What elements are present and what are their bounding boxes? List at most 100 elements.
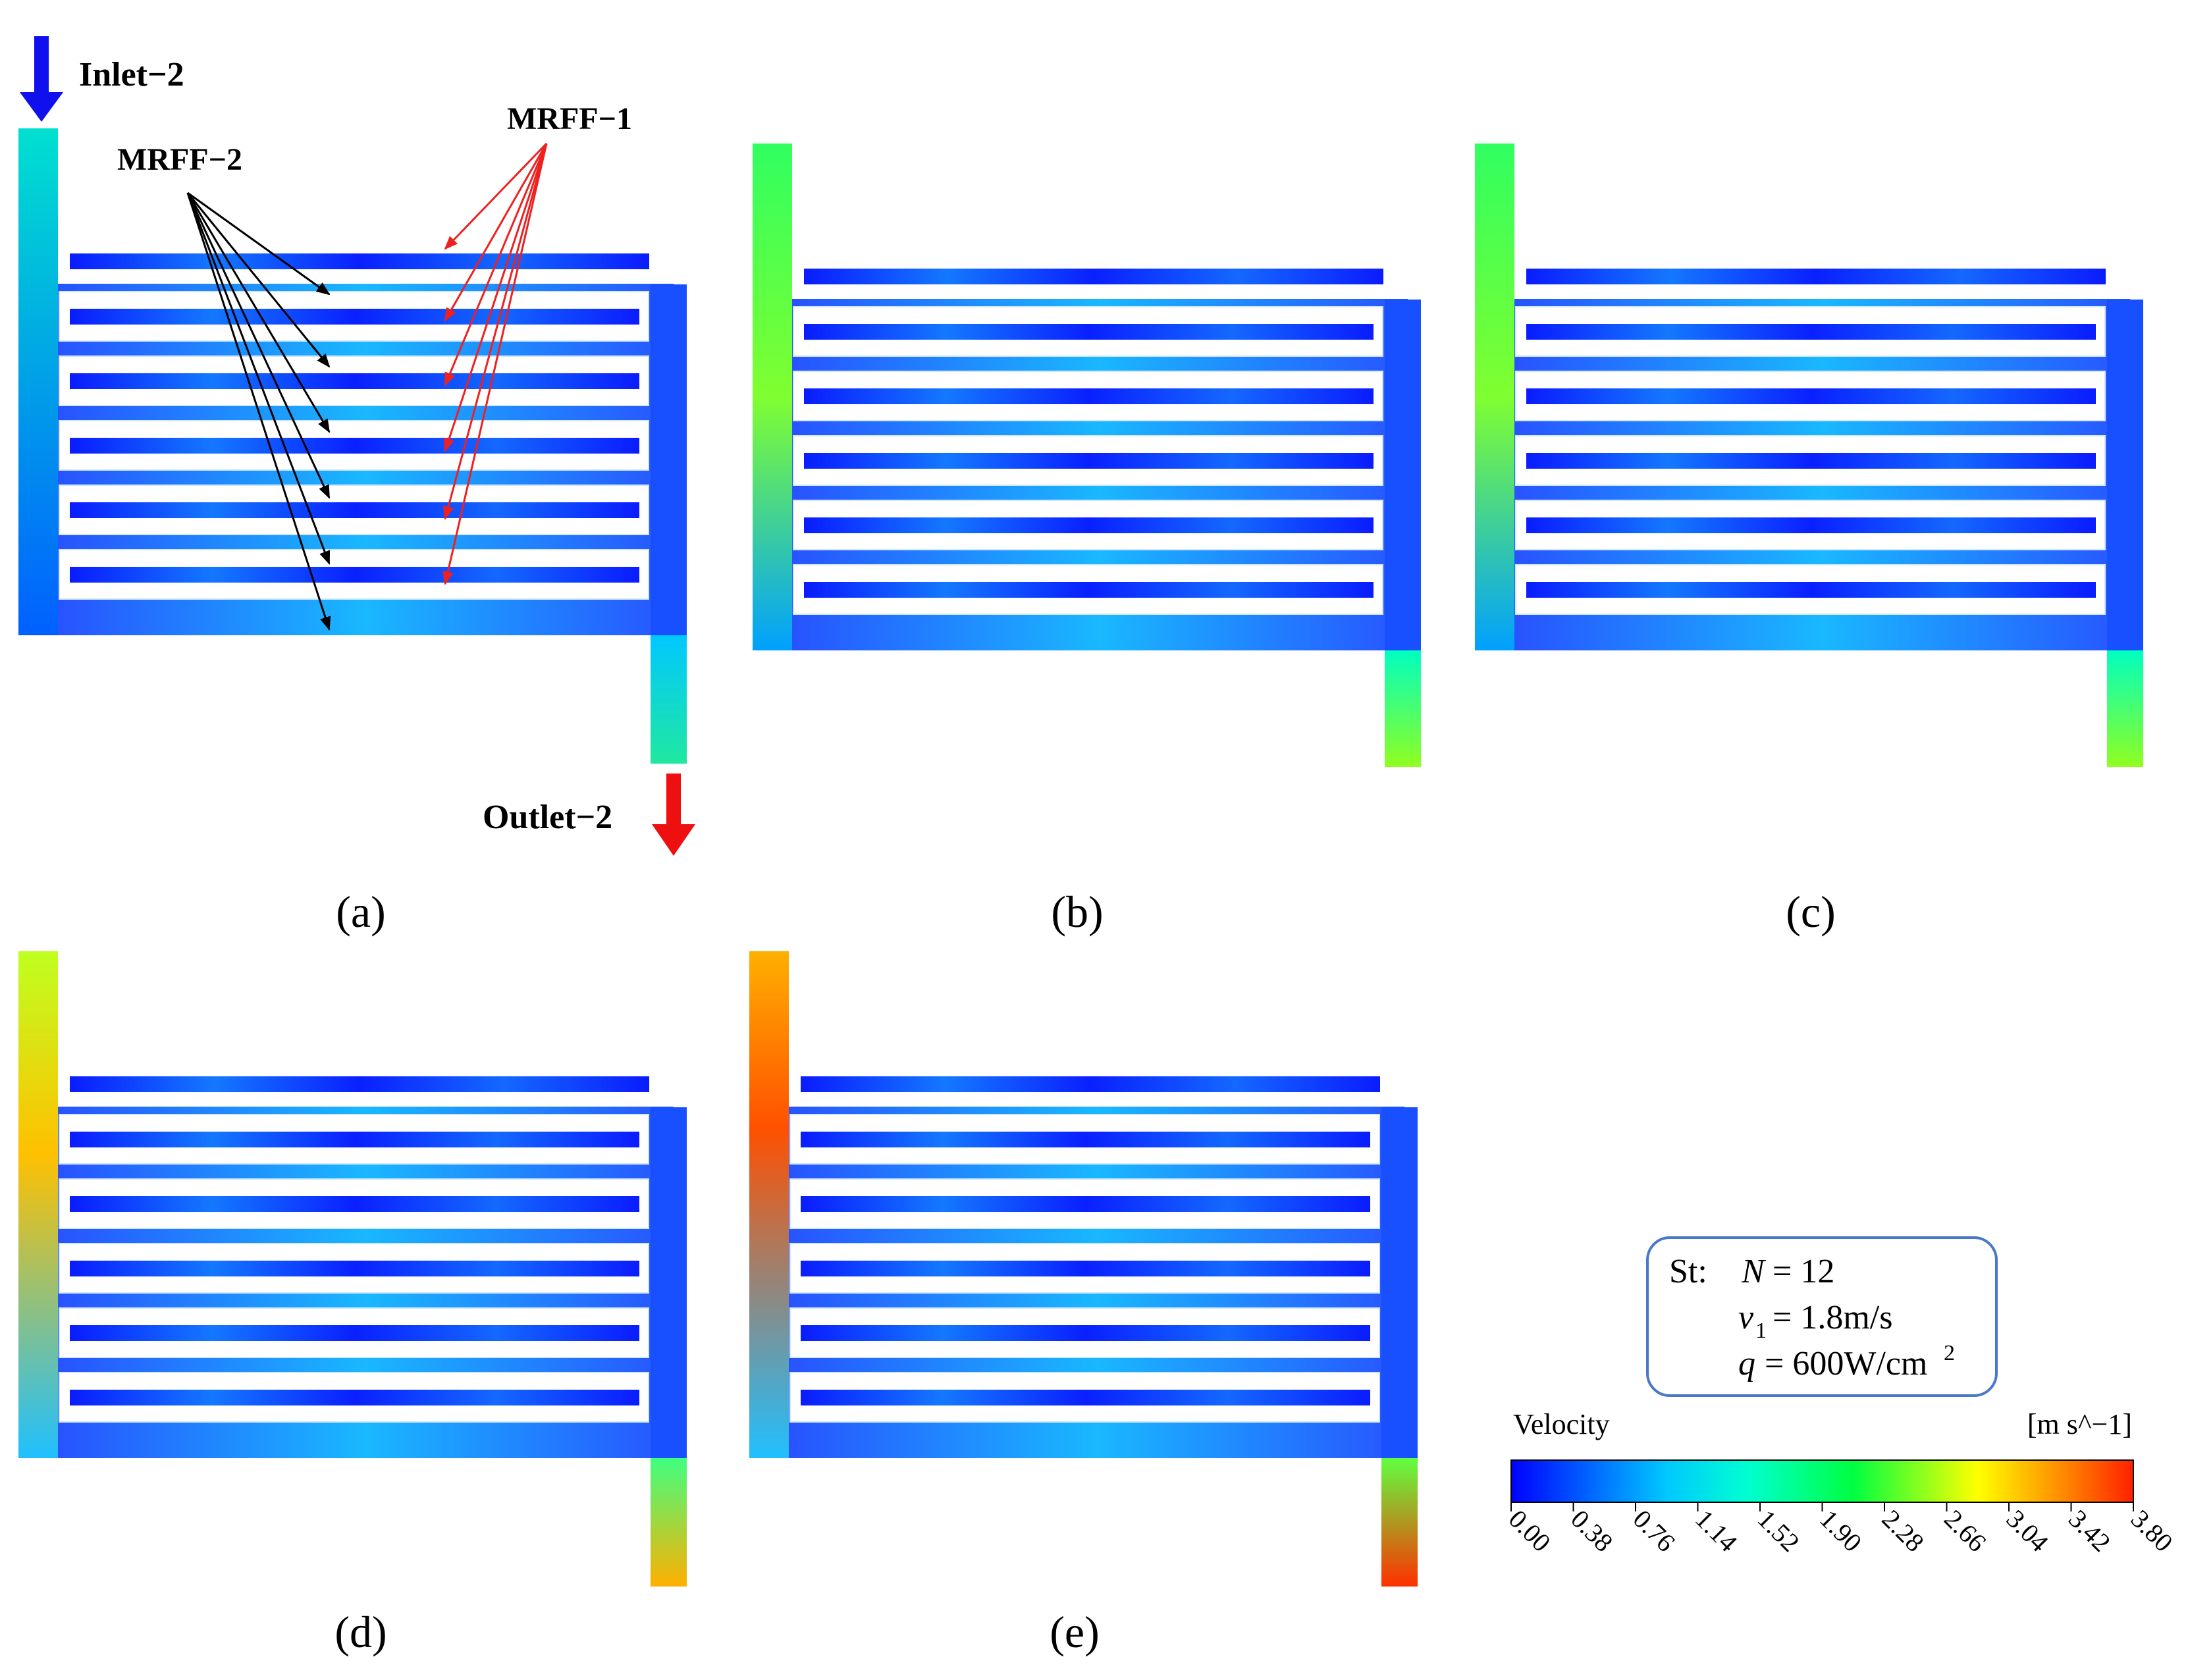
colorbar-tick-label: 0.76 — [1628, 1504, 1681, 1558]
outlet-manifold — [651, 284, 687, 636]
mrff2-pointer — [186, 192, 331, 499]
inlet-channel — [749, 951, 789, 1458]
q-value: = 600W/cm — [1765, 1345, 1927, 1382]
colorbar-tick-label: 1.14 — [1690, 1504, 1743, 1558]
panel-label-a: (a) — [336, 887, 385, 937]
fin-strip — [70, 1325, 639, 1341]
q-superscript: 2 — [1944, 1341, 1955, 1365]
panel-label-c: (c) — [1786, 887, 1835, 937]
panel-label-d: (d) — [334, 1607, 387, 1657]
panel-label-b: (b) — [1051, 887, 1103, 937]
outlet-channel — [1385, 650, 1421, 767]
fin-strip — [804, 453, 1374, 469]
outlet-manifold — [1385, 300, 1421, 651]
colorbar-tick-label: 2.28 — [1877, 1504, 1930, 1558]
contour-panel-a — [18, 128, 687, 764]
mrff1-pointer — [444, 143, 548, 386]
colorbar-tick-label: 3.80 — [2125, 1504, 2179, 1558]
fin-strip — [1526, 517, 2096, 533]
contour-panel-b — [753, 144, 1421, 767]
inlet-channel — [1475, 144, 1514, 650]
contour-panel-e — [749, 951, 1418, 1587]
fin-strip — [1526, 388, 2096, 404]
outlet-arrow — [652, 774, 695, 856]
v-subscript: 1 — [1755, 1319, 1767, 1343]
colorbar-tick-label: 1.52 — [1752, 1504, 1805, 1558]
colorbar-tick-label: 0.00 — [1503, 1504, 1557, 1558]
top-fin-strip — [801, 1076, 1380, 1092]
mrff2-pointer — [186, 192, 331, 631]
v-value: = 1.8m/s — [1773, 1299, 1892, 1336]
mrff2-label: MRFF−2 — [117, 142, 242, 177]
fin-strip — [1526, 453, 2096, 469]
outlet-manifold — [1381, 1107, 1418, 1459]
fin-strip — [70, 373, 639, 389]
conditions-box: St: N = 12 v 1 = 1.8m/s q = 600W/cm 2 — [1646, 1236, 1998, 1397]
outlet-channel — [651, 635, 687, 764]
mrff1-label: MRFF−1 — [507, 101, 632, 136]
fin-strip — [70, 502, 639, 518]
outlet-channel — [651, 1458, 687, 1587]
colorbar-tick-label: 1.90 — [1814, 1504, 1867, 1558]
outlet-channel — [2107, 650, 2143, 767]
colorbar-tick-label: 3.04 — [2001, 1504, 2054, 1558]
panel-label-e: (e) — [1050, 1607, 1099, 1657]
contour-panel-d — [18, 951, 687, 1587]
fin-strip — [804, 517, 1374, 533]
fin-strip — [801, 1390, 1370, 1405]
q-variable: q — [1738, 1345, 1755, 1382]
conditions-prefix: St: — [1669, 1253, 1707, 1290]
fin-strip — [70, 1261, 639, 1276]
mrff1-pointer — [444, 143, 548, 322]
inlet-channel — [18, 951, 58, 1458]
conditions-box-border — [1646, 1236, 1998, 1397]
fin-strip — [1526, 324, 2096, 340]
colorbar-tick-label: 3.42 — [2063, 1504, 2116, 1558]
top-fin-strip — [1526, 269, 2106, 284]
mrff2-pointer — [186, 192, 331, 433]
fin-strip — [801, 1325, 1370, 1341]
mrff-pointer-arrows — [186, 142, 548, 631]
mrff1-pointer — [442, 143, 548, 521]
colorbar-tick-label: 0.38 — [1565, 1504, 1618, 1558]
panel-labels: (a) (b) (c) (d) (e) — [334, 887, 1835, 1657]
n-variable: N — [1741, 1253, 1767, 1290]
top-fin-strip — [70, 253, 649, 269]
outlet-manifold — [651, 1107, 687, 1459]
outlet-channel — [1381, 1458, 1418, 1587]
outlet-label: Outlet−2 — [483, 799, 612, 836]
fin-strip — [801, 1196, 1370, 1212]
colorbar-tick-label: 2.66 — [1938, 1504, 1992, 1558]
n-value: = 12 — [1773, 1253, 1834, 1290]
outlet-manifold — [2107, 300, 2143, 651]
fin-strip — [804, 582, 1374, 598]
fin-strip — [70, 1196, 639, 1212]
inlet-channel — [18, 128, 58, 635]
panels-layer — [18, 128, 2143, 1587]
mrff2-pointer — [186, 192, 331, 565]
mrff1-pointer — [442, 143, 548, 586]
colorbar — [1510, 1459, 2134, 1503]
fin-strip — [804, 324, 1374, 340]
fin-strip — [804, 388, 1374, 404]
mrff2-pointer — [187, 192, 331, 296]
contour-panel-c — [1475, 144, 2143, 767]
v-variable: v — [1738, 1299, 1754, 1336]
fin-strip — [801, 1261, 1370, 1276]
fin-strip — [1526, 582, 2096, 598]
mrff1-pointer — [444, 142, 548, 250]
top-fin-strip — [70, 1076, 649, 1092]
fin-strip — [70, 567, 639, 583]
fin-strip — [70, 438, 639, 454]
inlet-channel — [753, 144, 792, 650]
fin-strip — [70, 1390, 639, 1405]
legend-title: Velocity — [1513, 1408, 1610, 1440]
inlet-arrow — [20, 36, 63, 122]
inlet-label: Inlet−2 — [79, 56, 184, 93]
fin-strip — [70, 309, 639, 325]
fin-strip — [801, 1132, 1370, 1147]
fin-strip — [70, 1132, 639, 1147]
